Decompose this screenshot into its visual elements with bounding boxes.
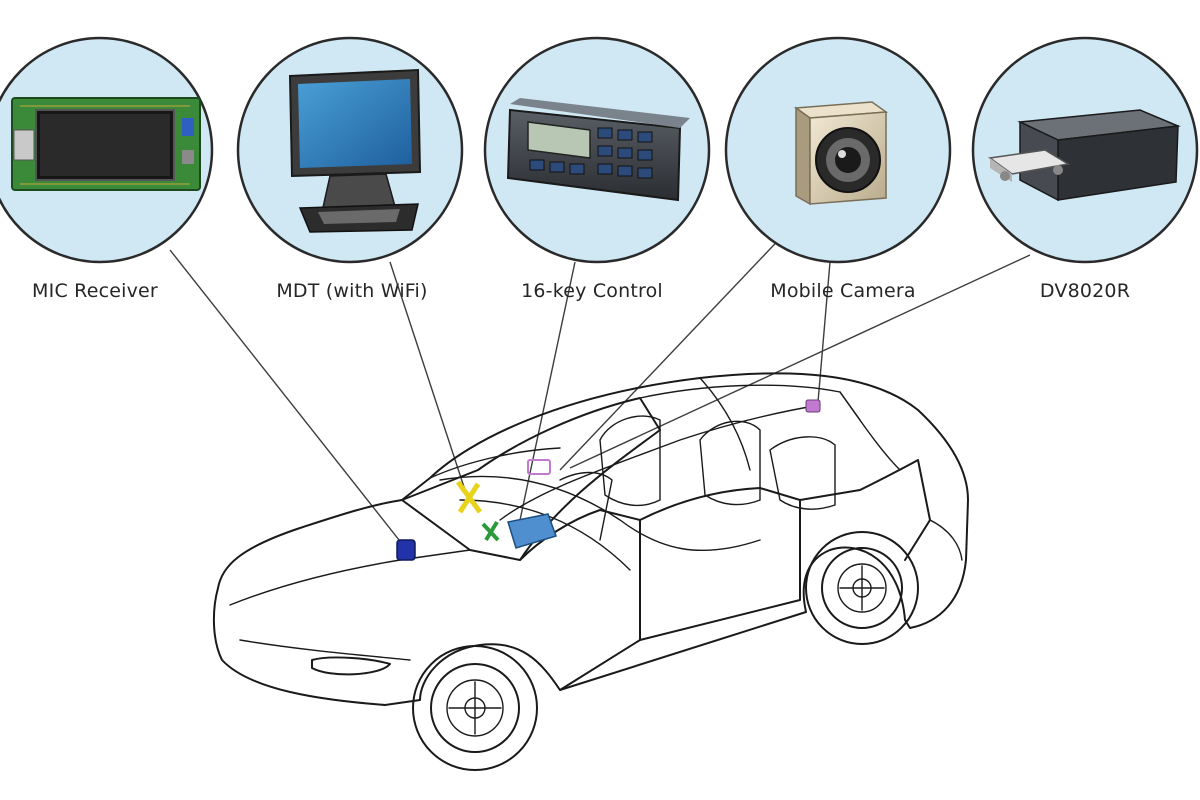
monitor-icon	[288, 68, 422, 233]
camera-icon	[793, 101, 889, 206]
car-wireframe	[212, 372, 969, 771]
camera-bubble	[724, 36, 952, 264]
mdt-label: MDT (with WiFi)	[276, 280, 428, 302]
control-bubble	[483, 36, 711, 264]
front-wheel	[412, 645, 538, 771]
circuit-board-icon	[11, 97, 201, 191]
dvr-box-icon	[988, 109, 1181, 202]
dvr-bubble	[971, 36, 1199, 264]
mdt-bubble	[236, 36, 464, 264]
control-label: 16-key Control	[521, 280, 663, 302]
leader-lines	[169, 227, 1031, 546]
keypad-icon	[506, 98, 690, 202]
camera-label: Mobile Camera	[770, 280, 916, 302]
mdt-marker	[455, 480, 483, 514]
mic-receiver-label: MIC Receiver	[32, 280, 158, 302]
mic-receiver-bubble	[0, 36, 214, 264]
camera-marker	[805, 399, 821, 413]
camera-marker-2	[527, 459, 551, 475]
component-markers	[396, 399, 821, 561]
dvr-label: DV8020R	[1039, 280, 1131, 302]
rear-wheel	[805, 531, 919, 645]
dvr-marker	[507, 513, 557, 549]
mic-receiver-marker	[396, 539, 416, 561]
control-marker	[481, 520, 500, 542]
